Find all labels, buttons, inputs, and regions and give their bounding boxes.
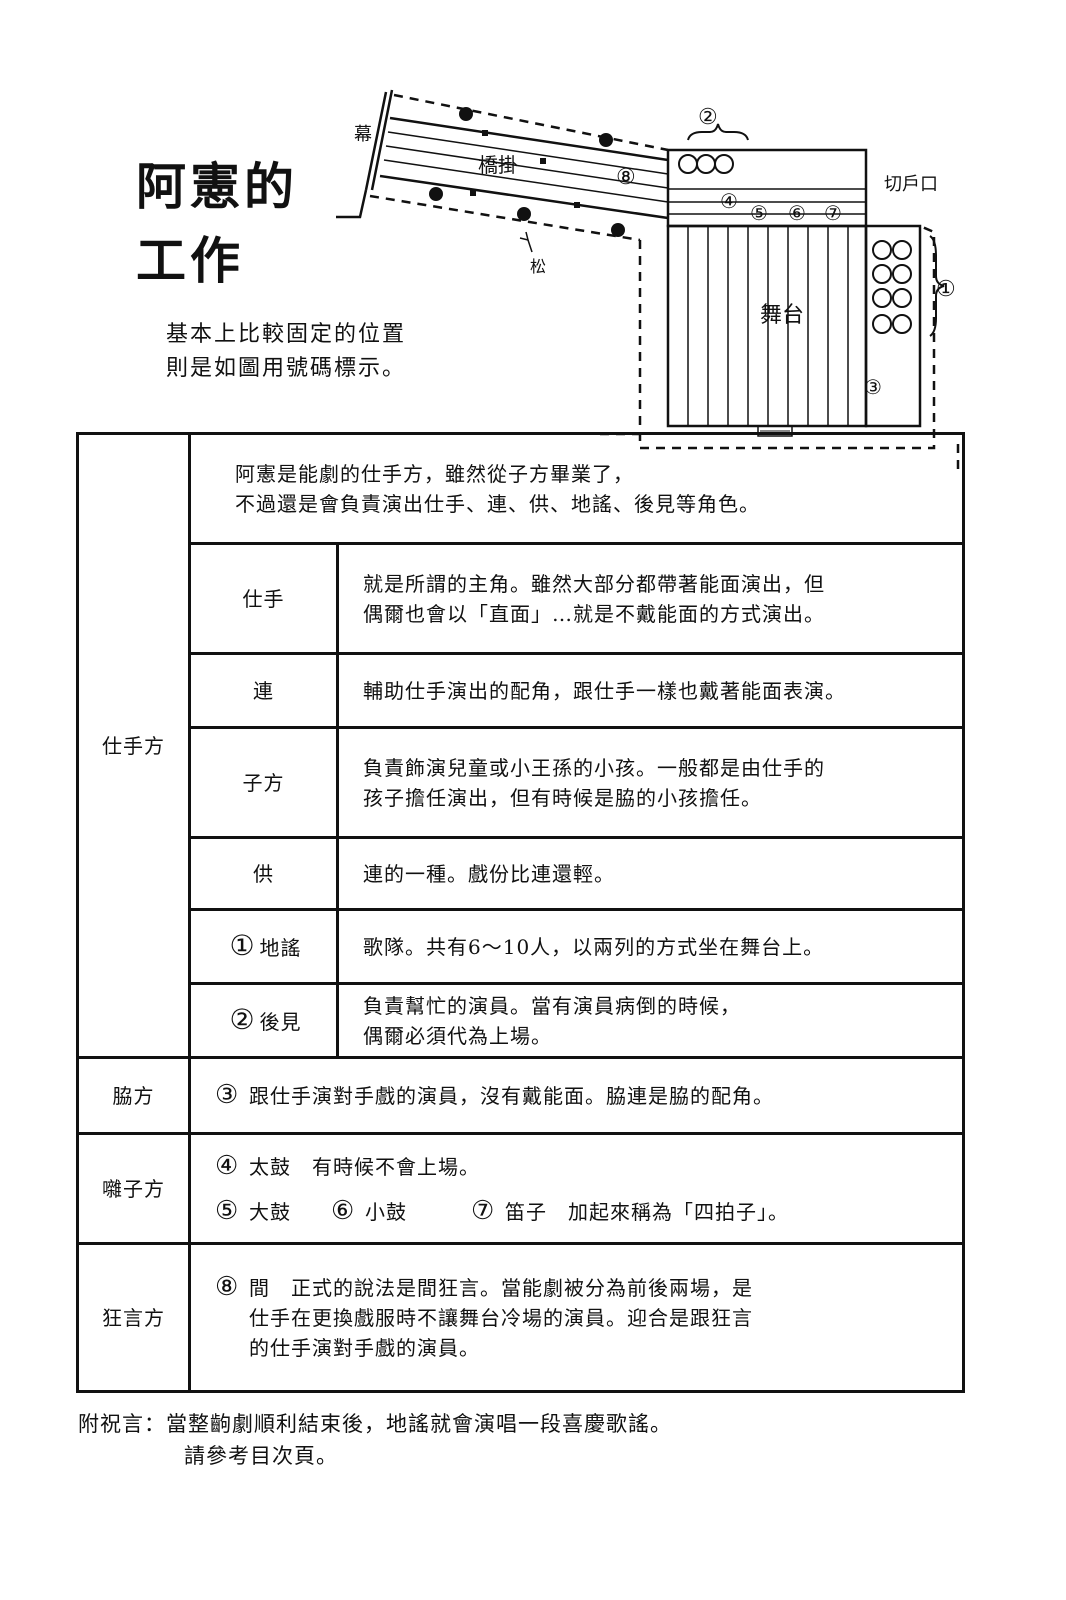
role-name: 後見 xyxy=(259,1009,302,1034)
category-waki: 脇方 xyxy=(76,1056,191,1135)
hayashi-kotsuzumi-text: 小鼓 xyxy=(365,1199,407,1224)
title-line-2: 工作 xyxy=(136,231,244,290)
role-desc-line: 就是所謂的主角。雖然大部分都帶著能面演出，但 xyxy=(363,571,825,596)
footer-line-1: 附祝言：當整齣劇順利結束後，地謠就會演唱一段喜慶歌謠。 xyxy=(78,1412,672,1436)
marker-2-label: ② xyxy=(229,1002,256,1036)
category-kyogen: 狂言方 xyxy=(76,1242,191,1393)
role-desc-line: 偶爾必須代為上場。 xyxy=(363,1023,552,1048)
role-desc-line: 偶爾也會以「直面」…就是不戴能面的方式演出。 xyxy=(363,601,825,626)
marker-8-label: ⑧ xyxy=(215,1272,240,1302)
noh-stage-diagram: 幕 橋掛 松 舞台 切戶口 ① ② ③ ④ ⑤ ⑥ ⑦ ⑧ xyxy=(336,89,960,470)
footer-note: 附祝言：當整齣劇順利結束後，地謠就會演唱一段喜慶歌謠。 請參考目次頁。 xyxy=(78,1408,672,1472)
role-description: 負責飾演兒童或小王孫的小孩。一般都是由仕手的 孩子擔任演出，但有時候是脇的小孩擔… xyxy=(336,726,965,839)
marker-6: ⑥ xyxy=(788,201,806,225)
role-name: 仕手 xyxy=(188,542,339,655)
page-title: 阿憲的 工作 xyxy=(136,150,298,298)
marker-6-label: ⑥ xyxy=(331,1195,356,1226)
marker-5: ⑤ xyxy=(750,201,768,225)
role-name: 地謠 xyxy=(259,935,302,960)
kyogen-line-2: 仕手在更換戲服時不讓舞台冷場的演員。迎合是跟狂言 xyxy=(249,1306,753,1330)
category-shite: 仕手方 xyxy=(76,432,191,1059)
pine-label: 松 xyxy=(530,257,546,276)
marker-1: ① xyxy=(936,277,956,302)
footer-line-2: 請參考目次頁。 xyxy=(184,1444,338,1468)
kirido-label: 切戶口 xyxy=(884,174,938,195)
stage-label: 舞台 xyxy=(760,303,804,328)
kyogen-line-3: 的仕手演對手戲的演員。 xyxy=(249,1336,480,1360)
role-name: 供 xyxy=(188,836,339,911)
hayashi-fue-text: 笛子 加起來稱為「四拍子」。 xyxy=(505,1199,789,1224)
subtitle-line-2: 則是如圖用號碼標示。 xyxy=(166,356,407,381)
marker-7: ⑦ xyxy=(824,201,842,225)
role-description: 連的一種。戲份比連還輕。 xyxy=(336,836,965,911)
marker-8: ⑧ xyxy=(616,165,636,190)
intro-line-1: 阿憲是能劇的仕手方，雖然從子方畢業了， xyxy=(235,461,634,486)
category-hayashi: 囃子方 xyxy=(76,1132,191,1245)
role-desc-line: 負責幫忙的演員。當有演員病倒的時候， xyxy=(363,993,741,1018)
role-description: 負責幫忙的演員。當有演員病倒的時候， 偶爾必須代為上場。 xyxy=(336,982,965,1059)
title-line-1: 阿憲的 xyxy=(136,157,298,216)
marker-1-label: ① xyxy=(229,928,256,962)
hayashi-otsuzumi-text: 大鼓 xyxy=(249,1199,291,1224)
curtain-label: 幕 xyxy=(354,124,372,145)
role-description: 輔助仕手演出的配角，跟仕手一樣也戴著能面表演。 xyxy=(336,652,965,729)
role-name: 連 xyxy=(188,652,339,729)
marker-2: ② xyxy=(698,105,718,130)
role-desc-line: 連的一種。戲份比連還輕。 xyxy=(363,861,615,886)
role-desc-line: 孩子擔任演出，但有時候是脇的小孩擔任。 xyxy=(363,785,762,810)
marker-7-label: ⑦ xyxy=(471,1195,496,1226)
kyogen-line-1: ⑧ 間 正式的說法是間狂言。當能劇被分為前後兩場，是 xyxy=(215,1272,952,1303)
bridge-label: 橋掛 xyxy=(478,153,518,177)
role-name: 子方 xyxy=(188,726,339,839)
subtitle-line-1: 基本上比較固定的位置 xyxy=(166,322,407,347)
hayashi-line-2: ⑤ 大鼓 ⑥ 小鼓 ⑦ 笛子 加起來稱為「四拍子」。 xyxy=(215,1196,952,1227)
role-description: 歌隊。共有6～10人，以兩列的方式坐在舞台上。 xyxy=(336,908,965,985)
role-description: 就是所謂的主角。雖然大部分都帶著能面演出，但 偶爾也會以「直面」…就是不戴能面的… xyxy=(336,542,965,655)
kyogen-text: 間 正式的說法是間狂言。當能劇被分為前後兩場，是 xyxy=(249,1276,753,1300)
waki-description: ③ 跟仕手演對手戲的演員，沒有戴能面。脇連是脇的配角。 xyxy=(188,1056,965,1135)
intro-text: 阿憲是能劇的仕手方，雖然從子方畢業了， 不過還是會負責演出仕手、連、供、地謠、後… xyxy=(188,432,965,545)
waki-text: 跟仕手演對手戲的演員，沒有戴能面。脇連是脇的配角。 xyxy=(249,1084,774,1108)
role-desc-line: 歌隊。共有6～10人，以兩列的方式坐在舞台上。 xyxy=(363,934,825,959)
marker-4: ④ xyxy=(720,189,738,213)
role-desc-line: 負責飾演兒童或小王孫的小孩。一般都是由仕手的 xyxy=(363,755,825,780)
role-desc-line: 輔助仕手演出的配角，跟仕手一樣也戴著能面表演。 xyxy=(363,678,846,703)
marker-3: ③ xyxy=(864,375,882,399)
kyogen-description: ⑧ 間 正式的說法是間狂言。當能劇被分為前後兩場，是 仕手在更換戲服時不讓舞台冷場… xyxy=(188,1242,965,1393)
marker-5-label: ⑤ xyxy=(215,1195,240,1226)
intro-line-2: 不過還是會負責演出仕手、連、供、地謠、後見等角色。 xyxy=(235,491,760,516)
hayashi-line-1: ④ 太鼓 有時候不會上場。 xyxy=(215,1151,952,1182)
marker-3-label: ③ xyxy=(215,1080,240,1110)
hayashi-taiko-text: 太鼓 有時候不會上場。 xyxy=(249,1154,480,1179)
marker-4-label: ④ xyxy=(215,1150,240,1181)
hayashi-description: ④ 太鼓 有時候不會上場。 ⑤ 大鼓 ⑥ 小鼓 ⑦ 笛子 加起來稱為「四拍子」。 xyxy=(188,1132,965,1245)
roles-table: 仕手方 阿憲是能劇的仕手方，雖然從子方畢業了， 不過還是會負責演出仕手、連、供、… xyxy=(76,432,965,1393)
subtitle: 基本上比較固定的位置 則是如圖用號碼標示。 xyxy=(166,318,406,386)
